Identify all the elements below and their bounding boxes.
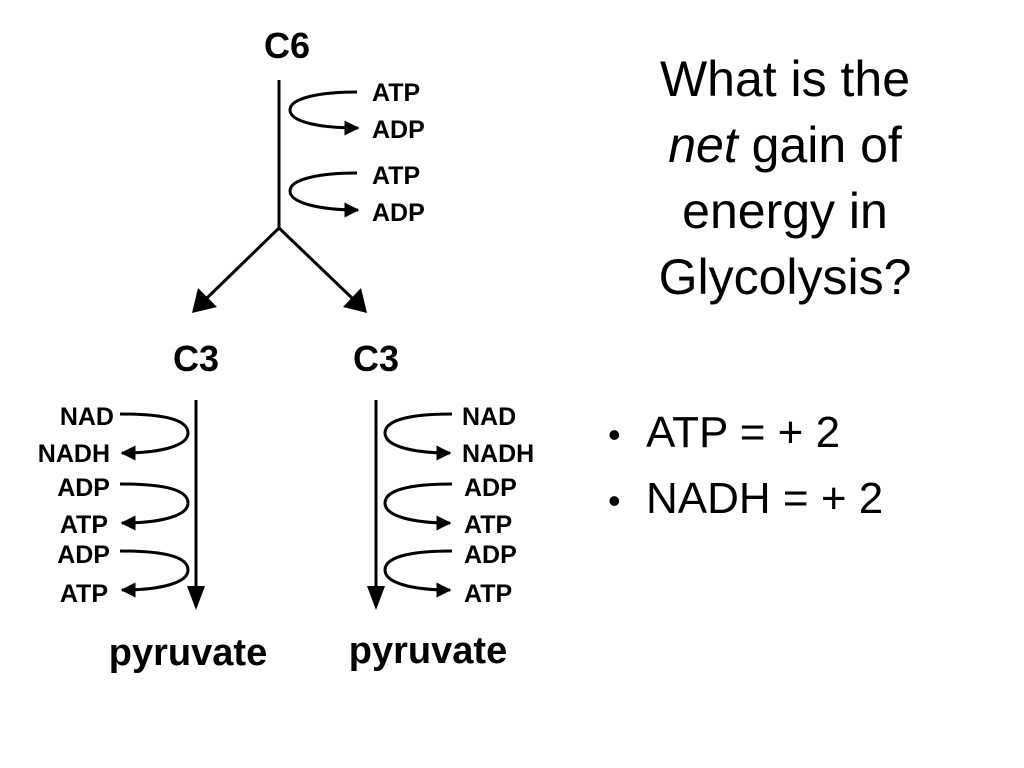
c3-left-label: C3 [173, 338, 219, 379]
answer-text: NADH = + 2 [646, 474, 884, 523]
investment-atp-label: ATP [372, 162, 420, 190]
left-adp-label: ADP [57, 541, 110, 569]
question-line-3: energy in [682, 183, 888, 239]
right-curl-arrow [383, 549, 453, 598]
question-line-1: What is the [659, 51, 911, 107]
right-branch-arrowhead [367, 586, 385, 610]
bullet-marker: • [608, 414, 621, 455]
split-arrow-left [205, 226, 281, 300]
right-adp-label: ADP [464, 474, 517, 502]
left-atp-label: ATP [60, 511, 108, 539]
right-adp-label: ADP [464, 541, 517, 569]
glycolysis-diagram: C6 ATP ADP ATP ADP C3 C3 NAD NADH ADP AT… [38, 25, 534, 674]
answer-list: • ATP = + 2 • NADH = + 2 [608, 400, 883, 532]
right-nad-label: NAD [462, 403, 516, 431]
question-line-2-rest: gain of [737, 117, 902, 173]
investment-curl-arrow [288, 90, 360, 136]
left-nad-label: NAD [60, 403, 114, 431]
bullet-marker: • [608, 480, 621, 521]
right-nadh-label: NADH [462, 440, 534, 468]
split-arrowhead-left [192, 288, 217, 313]
c6-label: C6 [264, 25, 310, 66]
split-arrow-right [277, 226, 354, 300]
question-line-2: net gain of [600, 112, 970, 178]
left-branch-arrowhead [187, 586, 205, 610]
left-atp-label: ATP [60, 580, 108, 608]
left-nadh-label: NADH [38, 440, 110, 468]
left-curl-arrow [119, 482, 190, 531]
left-curl-arrow [119, 412, 190, 461]
right-pyruvate-label: pyruvate [349, 630, 507, 672]
investment-adp-label: ADP [372, 116, 425, 144]
right-atp-label: ATP [464, 580, 512, 608]
left-adp-label: ADP [57, 474, 110, 502]
investment-atp-label: ATP [372, 79, 420, 107]
investment-curl-arrow [288, 171, 360, 218]
right-atp-label: ATP [464, 511, 512, 539]
right-curl-arrow [383, 412, 453, 461]
investment-adp-label: ADP [372, 199, 425, 227]
right-curl-arrow [383, 482, 453, 531]
question-emphasis: net [668, 117, 738, 173]
c3-right-label: C3 [353, 338, 399, 379]
left-pyruvate-label: pyruvate [109, 632, 267, 674]
question-title: What is the net gain of energy in Glycol… [600, 46, 970, 310]
answer-item: • NADH = + 2 [608, 466, 883, 532]
answer-item: • ATP = + 2 [608, 400, 883, 466]
left-curl-arrow [119, 549, 190, 598]
question-line-4: Glycolysis? [658, 249, 912, 305]
answer-text: ATP = + 2 [646, 408, 841, 457]
split-arrowhead-right [343, 288, 367, 313]
